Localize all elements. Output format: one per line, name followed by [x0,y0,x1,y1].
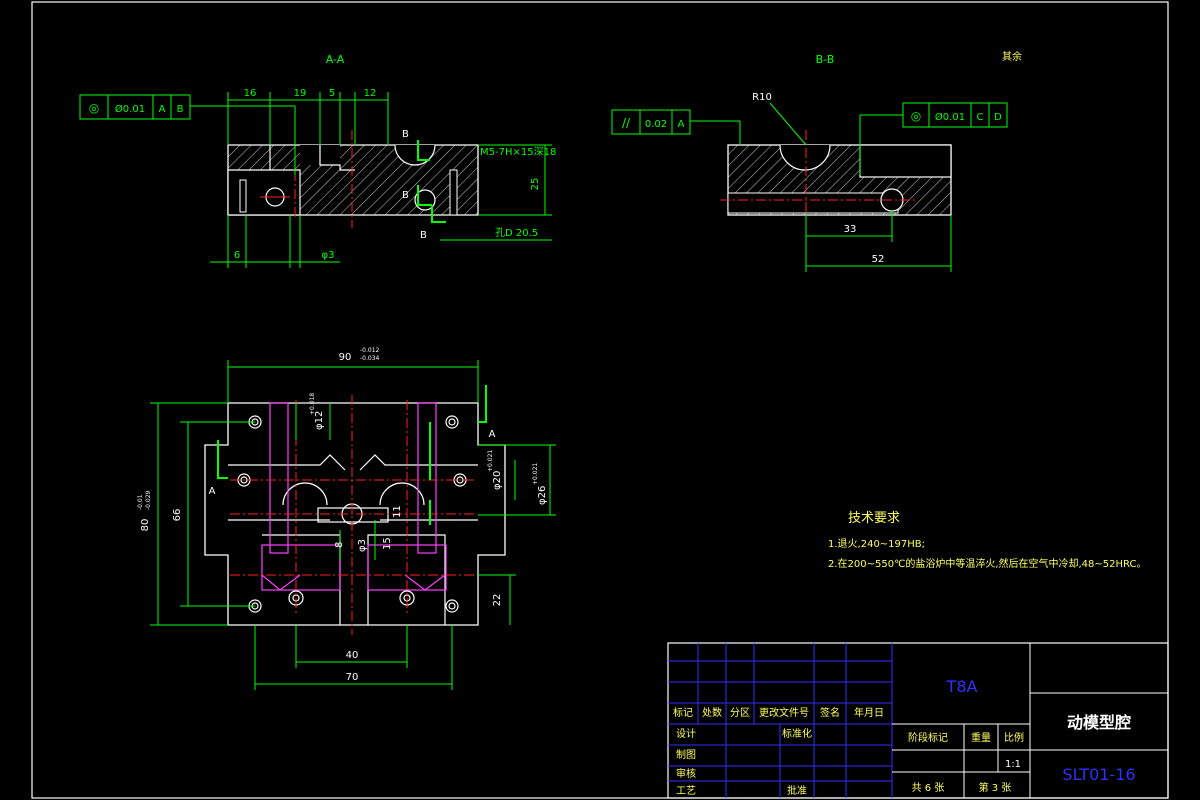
tb-material: T8A [946,677,978,696]
tb-standard: 标准化 [782,727,812,740]
dim-5: 5 [329,88,335,99]
dim-phi12: φ12 [314,411,325,430]
tolerance-frame-aa: ◎ Ø0.01 A B [79,94,191,120]
label-b-top: B [402,129,409,140]
tb-check: 审核 [676,767,696,780]
dim-r10: R10 [752,92,772,103]
dim-15: 15 [382,537,393,550]
tb-draw: 制图 [676,748,696,761]
dim-66: 66 [172,509,183,522]
dim-70: 70 [346,672,359,683]
dim-90-tol-up: -0.012 [360,347,380,354]
dim-6: 6 [234,250,240,261]
dim-phi20: φ20 [492,471,503,490]
svg-text:A: A [159,104,166,115]
dim-8: 8 [334,542,345,548]
section-bb-view: B-B 其余 R10 33 52 // 0.02 [611,50,1022,272]
tb-drawing-no: SLT01-16 [1062,765,1135,784]
svg-text:A: A [678,119,685,130]
dim-phi3-aa: φ3 [322,250,335,261]
svg-text:Ø0.01: Ø0.01 [115,103,145,115]
tb-header-3: 更改文件号 [759,706,809,719]
tech-line-2: 2.在200~550℃的盐浴炉中等温淬火,然后在空气中冷却,48~52HRC。 [828,557,1146,570]
svg-text:D: D [994,112,1002,123]
tb-scale: 1:1 [1005,759,1021,770]
svg-text:0.02: 0.02 [645,119,667,130]
dim-phi3-plan: φ3 [357,539,368,552]
dim-11: 11 [392,505,403,518]
tb-scale-label: 比例 [1004,731,1024,744]
dim-80: 80 [140,519,151,532]
label-b-bottom: B [420,230,427,241]
section-bb-label: B-B [816,53,835,66]
tb-header-5: 年月日 [854,706,884,719]
dim-25: 25 [530,178,541,191]
tb-header-0: 标记 [673,707,693,719]
bore-note: 孔D 20.5 [495,227,538,239]
tb-stage-label: 阶段标记 [908,731,948,744]
title-block: 标记 处数 分区 更改文件号 签名 年月日 设计 标准化 制图 审核 工艺 批准… [667,642,1169,799]
label-b-mid: B [402,190,409,201]
remaining-note: 其余 [1002,50,1022,63]
label-a-left: A [209,486,216,497]
dim-phi26-tol: +0.021 [532,463,539,485]
dim-phi26: φ26 [537,486,548,505]
svg-text:◎: ◎ [911,109,921,123]
tb-process: 工艺 [676,785,696,797]
dim-40: 40 [346,650,359,661]
tech-line-1: 1.退火,240~197HB; [828,538,925,550]
dim-16: 16 [244,88,257,99]
dim-phi12-tol: +0.018 [309,393,316,415]
tb-header-1: 处数 [702,706,722,719]
dim-80-tol-dn: -0.029 [145,490,152,510]
tb-weight-label: 重量 [971,731,991,744]
tb-design: 设计 [676,727,696,740]
tb-header-2: 分区 [730,707,750,719]
dim-80-tol-up: -0.01 [137,494,144,510]
svg-text://: // [622,116,631,130]
svg-text:B: B [177,104,184,115]
plan-view: A A 90 -0.012 -0.034 80 -0.01 -0.029 66 … [137,347,556,690]
dim-90-tol-dn: -0.034 [360,355,380,362]
thread-note: M5-7H×15深18 [480,146,556,158]
dim-90: 90 [339,352,352,363]
svg-text:Ø0.01: Ø0.01 [935,111,965,123]
dim-52: 52 [872,254,885,265]
label-a-right: A [489,429,496,440]
dim-33: 33 [844,224,857,235]
section-aa-label: A-A [326,53,345,66]
technical-requirements: 技术要求 1.退火,240~197HB; 2.在200~550℃的盐浴炉中等温淬… [828,511,1146,570]
dim-22: 22 [492,594,503,607]
tolerance-frame-bb-parallel: // 0.02 A [611,109,691,135]
tb-sheets: 共 6 张 [912,782,945,794]
dim-phi20-tol: +0.021 [487,450,494,472]
svg-text:C: C [977,112,984,123]
drawing-border [31,1,1169,799]
section-aa-view: A-A [79,53,556,268]
tb-approve: 批准 [787,784,807,797]
tb-part-name: 动模型腔 [1067,713,1131,732]
tb-header-4: 签名 [820,706,840,719]
dim-12: 12 [364,88,377,99]
tech-title: 技术要求 [848,511,900,526]
tolerance-frame-bb-concentric: ◎ Ø0.01 C D [902,102,1008,128]
svg-text:◎: ◎ [89,101,99,115]
tb-sheet-no: 第 3 张 [979,781,1012,794]
dim-19: 19 [294,88,307,99]
